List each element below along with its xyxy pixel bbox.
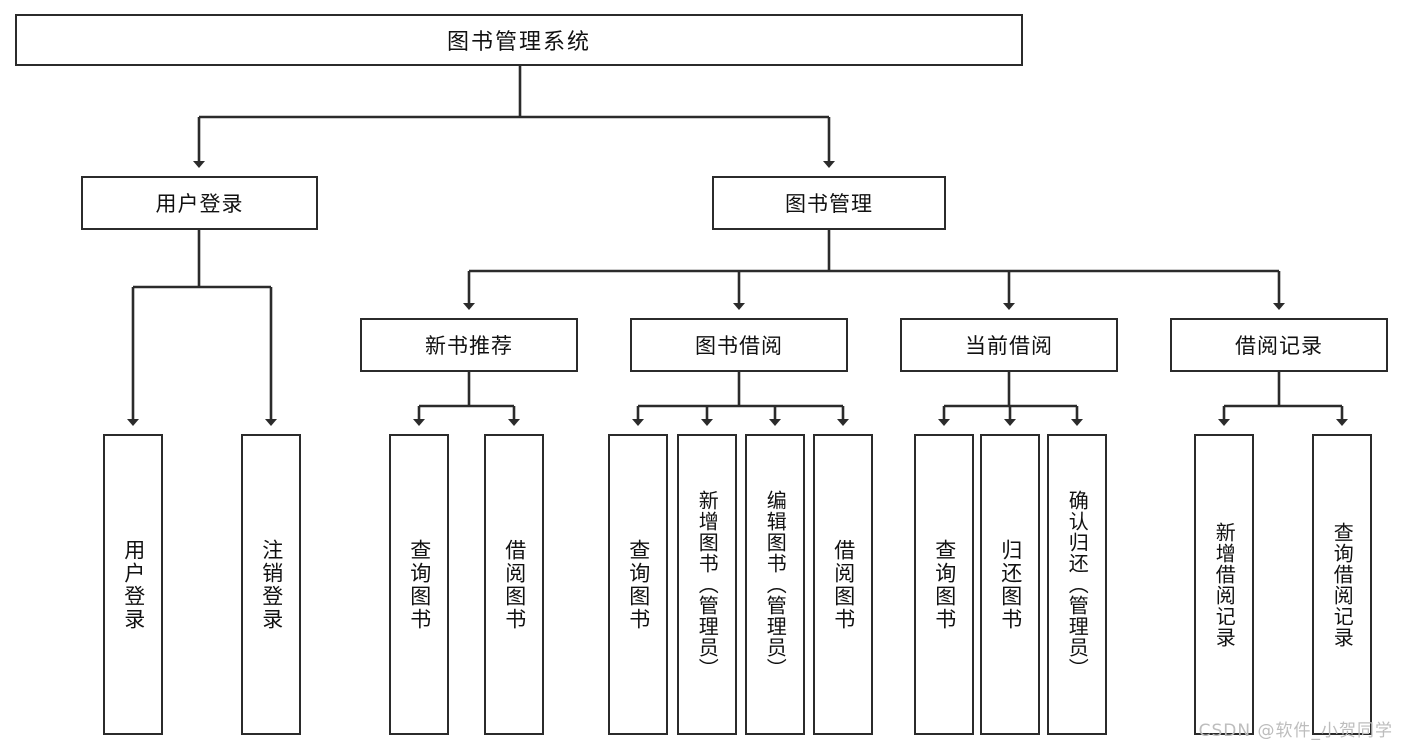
- node-user-login[interactable]: 用户登录: [81, 176, 318, 230]
- leaf-current-confirm-return-admin[interactable]: 确认归还（管理员）: [1047, 434, 1107, 735]
- leaf-recommend-query-book[interactable]: 查询图书: [389, 434, 449, 735]
- node-label: 新书推荐: [425, 334, 513, 358]
- node-label: 用户登录: [155, 192, 244, 216]
- leaf-label: 归还图书: [998, 538, 1023, 631]
- leaf-borrow-query-book[interactable]: 查询图书: [608, 434, 668, 735]
- leaf-user-login-logout[interactable]: 注销登录: [241, 434, 301, 735]
- node-root-system[interactable]: 图书管理系统: [15, 14, 1023, 66]
- watermark-text: CSDN @软件_小贺同学: [1198, 721, 1393, 741]
- leaf-borrow-add-book-admin[interactable]: 新增图书（管理员）: [677, 434, 737, 735]
- node-new-book-recommend[interactable]: 新书推荐: [360, 318, 578, 372]
- leaf-current-return-book[interactable]: 归还图书: [980, 434, 1040, 735]
- leaf-label: 用户登录: [121, 538, 146, 631]
- leaf-label: 确认归还（管理员）: [1065, 490, 1090, 679]
- leaf-borrow-edit-book-admin[interactable]: 编辑图书（管理员）: [745, 434, 805, 735]
- leaf-recommend-borrow-book[interactable]: 借阅图书: [484, 434, 544, 735]
- node-label: 图书管理: [785, 192, 873, 216]
- node-borrow-record[interactable]: 借阅记录: [1170, 318, 1388, 372]
- node-book-management[interactable]: 图书管理: [712, 176, 946, 230]
- node-current-borrow[interactable]: 当前借阅: [900, 318, 1118, 372]
- leaf-record-add-record[interactable]: 新增借阅记录: [1194, 434, 1254, 735]
- leaf-label: 编辑图书（管理员）: [763, 490, 788, 679]
- node-book-borrow[interactable]: 图书借阅: [630, 318, 848, 372]
- leaf-borrow-borrow-book[interactable]: 借阅图书: [813, 434, 873, 735]
- leaf-label: 注销登录: [259, 538, 284, 631]
- leaf-label: 查询图书: [407, 538, 432, 631]
- leaf-label: 新增图书（管理员）: [695, 490, 720, 679]
- leaf-label: 查询借阅记录: [1330, 521, 1355, 648]
- node-label: 图书借阅: [695, 334, 783, 358]
- node-label: 当前借阅: [965, 334, 1053, 358]
- leaf-current-query-book[interactable]: 查询图书: [914, 434, 974, 735]
- node-label: 借阅记录: [1235, 334, 1323, 358]
- leaf-label: 查询图书: [626, 538, 651, 631]
- leaf-label: 新增借阅记录: [1212, 521, 1237, 648]
- leaf-user-login-login[interactable]: 用户登录: [103, 434, 163, 735]
- leaf-label: 借阅图书: [502, 538, 527, 631]
- leaf-record-query-record[interactable]: 查询借阅记录: [1312, 434, 1372, 735]
- node-label: 图书管理系统: [446, 30, 591, 55]
- leaf-label: 查询图书: [932, 538, 957, 631]
- leaf-label: 借阅图书: [831, 538, 856, 631]
